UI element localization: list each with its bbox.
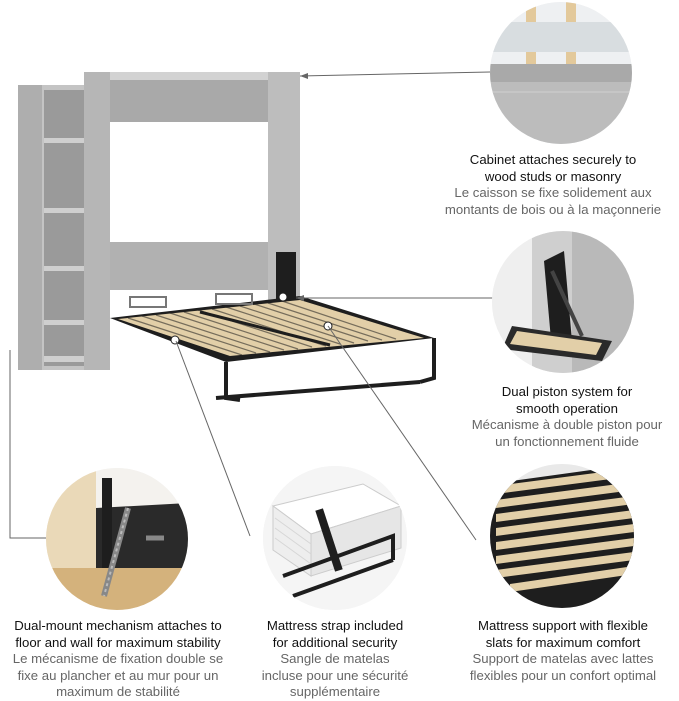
caption-mount-en-1: Dual-mount mechanism attaches to	[14, 618, 222, 633]
caption-strap-fr-2: incluse pour une sécurité	[261, 667, 409, 683]
caption-strap: Mattress strap included for additional s…	[240, 618, 430, 701]
caption-cabinet-en-1: Cabinet attaches securely to	[469, 152, 637, 167]
caption-slats-fr-1: Support de matelas avec lattes	[472, 651, 654, 666]
caption-piston-fr-1: Mécanisme à double piston pour	[471, 417, 663, 432]
detail-circle-cabinet	[490, 2, 632, 144]
bed-frame	[110, 293, 436, 402]
caption-cabinet: Cabinet attaches securely to wood studs …	[430, 152, 676, 218]
caption-slats-en-1: Mattress support with flexible	[477, 618, 649, 633]
detail-circle-slats	[490, 464, 634, 608]
caption-mount-fr-1: Le mécanisme de fixation double se	[12, 651, 224, 666]
murphy-bed-illustration	[18, 72, 436, 402]
caption-piston-fr-2: un fonctionnement fluide	[495, 433, 639, 449]
detail-circle-strap	[263, 466, 407, 610]
caption-piston-en-2: smooth operation	[516, 400, 618, 416]
caption-strap-fr-3: supplémentaire	[289, 684, 381, 699]
caption-strap-en-1: Mattress strap included	[266, 618, 404, 633]
caption-slats: Mattress support with flexible slats for…	[450, 618, 676, 684]
caption-mount-fr-2: fixe au plancher et au mur pour un	[17, 667, 219, 683]
bed-cabinet	[84, 72, 300, 370]
caption-strap-en-2: for additional security	[272, 634, 398, 650]
caption-piston-en-1: Dual piston system for	[501, 384, 633, 399]
caption-mount-en-2: floor and wall for maximum stability	[15, 634, 221, 650]
caption-mount-fr-3: maximum de stabilité	[56, 684, 180, 699]
caption-cabinet-en-2: wood studs or masonry	[484, 168, 622, 184]
caption-slats-fr-2: flexibles pour un confort optimal	[469, 667, 657, 683]
caption-cabinet-fr-1: Le caisson se fixe solidement aux	[454, 185, 652, 200]
caption-piston: Dual piston system for smooth operation …	[460, 384, 674, 450]
caption-mount: Dual-mount mechanism attaches to floor a…	[0, 618, 236, 701]
caption-slats-en-2: slats for maximum comfort	[485, 634, 641, 650]
caption-cabinet-fr-2: montants de bois ou à la maçonnerie	[444, 201, 662, 217]
caption-strap-fr-1: Sangle de matelas	[280, 651, 390, 666]
detail-circle-piston	[492, 231, 634, 373]
detail-circle-mount	[46, 468, 188, 610]
